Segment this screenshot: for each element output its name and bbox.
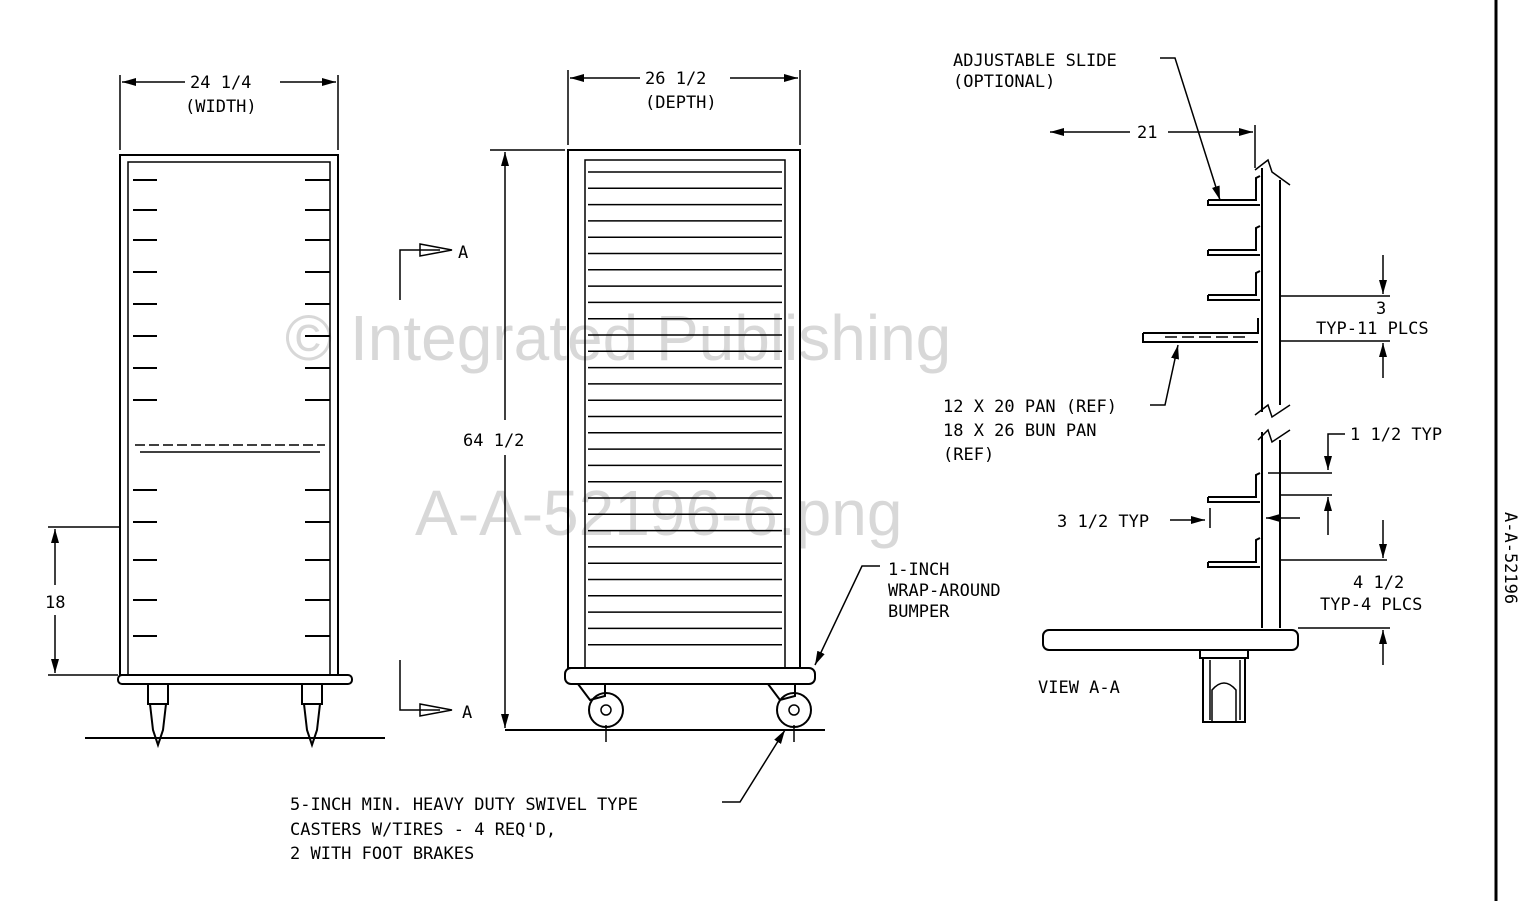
slide-bracket (1207, 472, 1261, 503)
width-dimension: 24 1/4 (190, 73, 251, 93)
spacing-note: TYP-11 PLCS (1316, 319, 1429, 339)
slide-bracket (1207, 175, 1261, 206)
depth-dimension: 26 1/2 (645, 69, 706, 89)
drawing-id: A-A-52196 (1500, 512, 1520, 604)
pan-note: (REF) (943, 445, 994, 465)
spacing-dimension: 3 (1376, 299, 1386, 319)
pan-note: 12 X 20 PAN (REF) (943, 397, 1117, 417)
caster-note-line: CASTERS W/TIRES - 4 REQ'D, (290, 820, 556, 840)
depth-21-dimension: 21 (1137, 123, 1157, 143)
bottom-dimension: 4 1/2 (1353, 573, 1404, 593)
caster-note-line: 5-INCH MIN. HEAVY DUTY SWIVEL TYPE (290, 795, 638, 815)
height-dimension: 64 1/2 (463, 431, 524, 451)
slide-note: ADJUSTABLE SLIDE (953, 51, 1117, 71)
slide-bracket (1207, 270, 1261, 301)
slide-bracket (1207, 537, 1261, 568)
bumper-note-line: BUMPER (888, 602, 950, 622)
pan-note: 18 X 26 BUN PAN (943, 421, 1097, 441)
bottom-note: TYP-4 PLCS (1320, 595, 1422, 615)
gap-dimension: 1 1/2 TYP (1350, 425, 1442, 445)
view-title: VIEW A-A (1038, 678, 1120, 698)
bumper-note-line: WRAP-AROUND (888, 581, 1001, 601)
bumper-note: 1-INCH WRAP-AROUND BUMPER (814, 560, 1001, 666)
section-mark-top: A (458, 243, 468, 263)
inset-dimension: 3 1/2 TYP (1057, 512, 1149, 532)
bumper-note-line: 1-INCH (888, 560, 949, 580)
slide-note-optional: (OPTIONAL) (953, 72, 1055, 92)
caster-note: 5-INCH MIN. HEAVY DUTY SWIVEL TYPE CASTE… (290, 729, 786, 864)
caster-icon (301, 683, 323, 749)
caster-icon (577, 683, 624, 742)
side-view: 26 1/2 (DEPTH) 64 1/2 A A (399, 69, 825, 742)
width-label: (WIDTH) (185, 97, 257, 117)
watermark-line2: A-A-52196-6.png (415, 477, 902, 549)
depth-label: (DEPTH) (645, 93, 717, 113)
watermark-line1: © Integrated Publishing (285, 302, 951, 374)
height-18-dimension: 18 (45, 593, 65, 613)
caster-note-line: 2 WITH FOOT BRAKES (290, 844, 474, 864)
caster-icon (767, 683, 812, 742)
caster-icon (147, 683, 169, 749)
front-view: 24 1/4 (WIDTH) 18 (45, 73, 385, 749)
watermark: © Integrated Publishing A-A-52196-6.png (285, 302, 951, 549)
caster-stem-icon (1202, 657, 1246, 723)
view-a-a: ADJUSTABLE SLIDE (OPTIONAL) 21 3 TYP-11 … (943, 51, 1442, 723)
section-mark-bottom: A (462, 703, 472, 723)
slide-bracket (1207, 225, 1261, 256)
